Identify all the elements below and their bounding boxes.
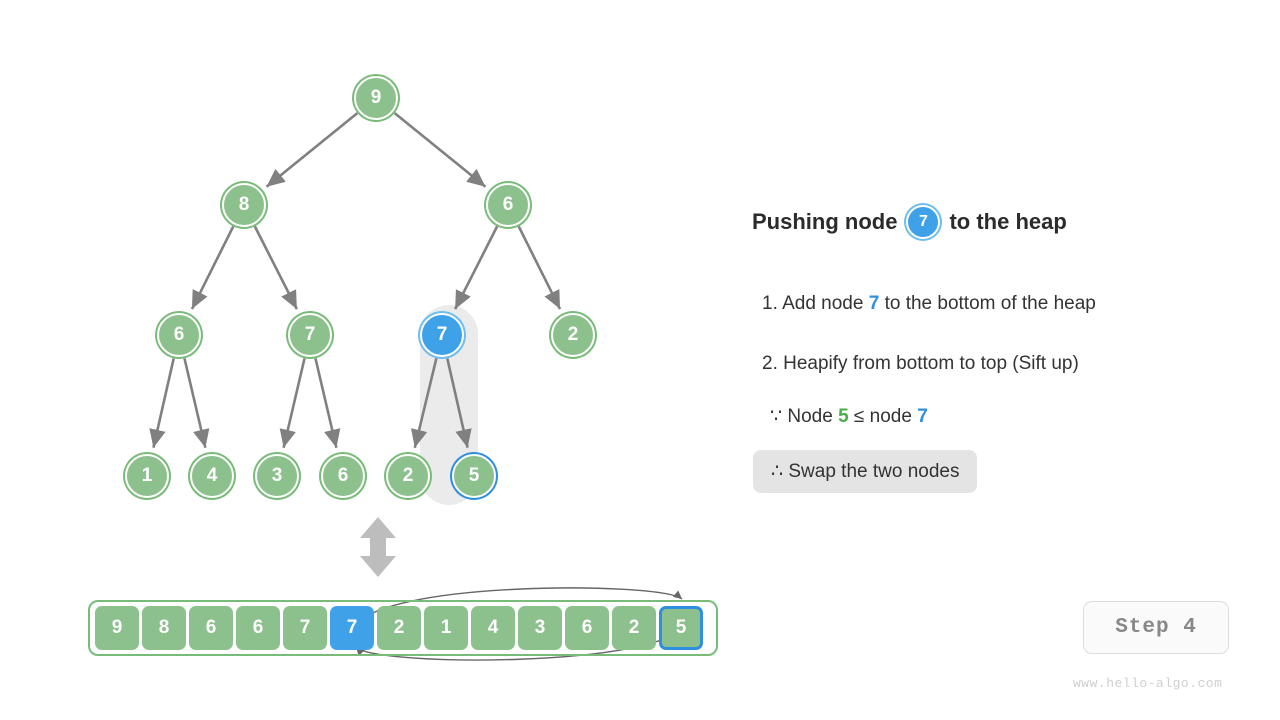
tree-node-3: 3 [255,454,299,498]
tree-array-link-arrow [360,517,396,577]
array-cell-8: 4 [471,606,515,650]
tree-node-5: 5 [452,454,496,498]
tree-node-7: 7 [420,313,464,357]
array-cell-4: 7 [283,606,327,650]
step-2-text: 2. Heapify from bottom to top (Sift up) [762,353,1079,374]
array-cell-9: 3 [518,606,562,650]
explanation-panel: Pushing node 7 to the heap 1. Add node 7… [752,205,1222,493]
step-1-suffix: to the bottom of the heap [879,293,1096,314]
array-cell-2: 6 [189,606,233,650]
panel-title-suffix: to the heap [949,209,1067,234]
panel-title-prefix: Pushing node [752,209,898,234]
tree-edge [190,225,235,310]
array-cell-6: 2 [377,606,421,650]
reason-text: ∵ Node 5 ≤ node 7 [770,405,928,428]
tree-node-6: 6 [486,183,530,227]
array-cell-11: 2 [612,606,656,650]
because-symbol: ∵ [770,406,783,427]
tree-edge [453,225,499,310]
tree-node-4: 4 [190,454,234,498]
panel-title: Pushing node 7 to the heap [752,205,1222,239]
reason-right-value: 7 [917,406,928,427]
step-1-prefix: 1. Add node [762,293,869,314]
reason-operator: ≤ node [848,406,918,427]
tree-edges [149,112,562,449]
array-cell-10: 6 [565,606,609,650]
tree-edge [517,225,562,310]
therefore-symbol: ∴ [771,461,784,482]
tree-node-2: 2 [551,313,595,357]
tree-edge [279,358,306,449]
reason-prefix: Node [782,406,839,427]
conclusion-chip: ∴ Swap the two nodes [753,450,978,493]
tree-edge [393,112,487,188]
tree-edge [253,225,299,310]
array-cell-12: 5 [659,606,703,650]
tree-node-6: 6 [321,454,365,498]
watermark: www.hello-algo.com [1073,676,1223,691]
step-indicator: Step 4 [1083,601,1229,654]
reason-left-value: 5 [838,406,849,427]
array-cell-0: 9 [95,606,139,650]
tree-node-2: 2 [386,454,430,498]
array-cell-7: 1 [424,606,468,650]
tree-node-7: 7 [288,313,332,357]
tree-edge [183,358,210,449]
tree-edge [314,358,341,449]
array-cell-5: 7 [330,606,374,650]
tree-node-8: 8 [222,183,266,227]
tree-edge [265,112,359,188]
tree-edge [446,358,472,449]
tree-edge [410,358,438,449]
step-1-text: 1. Add node 7 to the bottom of the heap [762,293,1096,315]
tree-node-9: 9 [354,76,398,120]
conclusion-text: Swap the two nodes [783,461,960,482]
tree-node-6: 6 [157,313,201,357]
tree-node-1: 1 [125,454,169,498]
panel-title-node-badge: 7 [906,205,941,239]
step-1-value: 7 [868,293,880,314]
tree-edge [149,358,175,449]
array-cell-1: 8 [142,606,186,650]
array-cell-3: 6 [236,606,280,650]
